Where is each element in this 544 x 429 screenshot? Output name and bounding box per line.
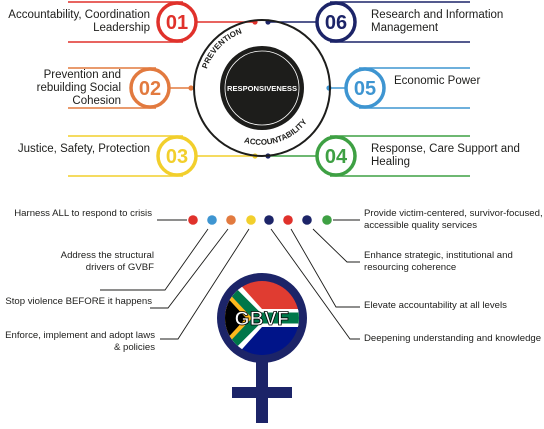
- goal-connector-left: [150, 228, 229, 309]
- pillar-number: 06: [325, 12, 347, 34]
- pillar-02: 02: [68, 67, 191, 109]
- pillar-label-04: Response, Care Support and Healing: [371, 143, 520, 168]
- outer-ring: [193, 19, 331, 157]
- goal-left-1: Harness ALL to respond to crisis: [14, 208, 152, 219]
- center-inner-ring: [224, 50, 300, 126]
- pillar-03: 03: [68, 135, 255, 177]
- goal-right-4: Deepening understanding and knowledge: [364, 333, 542, 344]
- goal-dot: [283, 215, 293, 225]
- goal-connector-left: [160, 228, 250, 340]
- pillar-label-03: Justice, Safety, Protection: [17, 143, 150, 155]
- pillar-number-circle: [344, 67, 386, 109]
- pillar-05: 05: [329, 67, 470, 109]
- gbvf-logo: GBVF: [217, 273, 307, 423]
- pillar-number-circle: [315, 1, 357, 43]
- center-disc: [220, 46, 304, 130]
- goal-connector-left: [100, 228, 209, 291]
- pillar-04: 04: [268, 135, 470, 177]
- goal-dot: [188, 215, 198, 225]
- pillar-number-circle: [129, 67, 171, 109]
- logo-crossbar: [232, 387, 292, 398]
- pillar-number: 03: [166, 146, 188, 168]
- pillar-06: 06: [268, 1, 470, 43]
- connector-dot: [188, 85, 194, 91]
- pillar-number-circle: [156, 1, 198, 43]
- goal-connector-right: [290, 228, 360, 308]
- pillar-number: 02: [139, 78, 161, 100]
- goal-right-3: Elevate accountability at all levels: [364, 300, 507, 311]
- pillar-01: 01: [68, 1, 255, 43]
- goal-left-2: Address the structural drivers of GVBF: [60, 250, 154, 273]
- goal-connector-right: [312, 228, 360, 263]
- goal-left-4: Enforce, implement and adopt laws & poli…: [5, 330, 155, 353]
- goal-right-2: Enhance strategic, institutional and res…: [364, 250, 513, 273]
- pillar-number: 01: [166, 12, 188, 34]
- goal-dot: [264, 215, 274, 225]
- pillar-label-01: Accountability, Coordination Leadership: [8, 9, 150, 34]
- pillar-label-06: Research and Information Management: [371, 9, 504, 34]
- pillar-number-circle: [315, 135, 357, 177]
- pillar-number: 05: [354, 78, 376, 100]
- center-title: RESPONSIVENESS: [227, 84, 297, 93]
- goal-dot: [322, 215, 332, 225]
- goal-dot: [302, 215, 312, 225]
- goal-dot: [207, 215, 217, 225]
- goal-dot: [246, 215, 256, 225]
- pillar-number: 04: [325, 146, 348, 168]
- logo-text: GBVF: [235, 309, 290, 330]
- pillar-number-circle: [156, 135, 198, 177]
- goal-connector-right: [270, 228, 360, 340]
- goal-dot: [226, 215, 236, 225]
- goal-left-3: Stop violence BEFORE it happens: [5, 296, 152, 307]
- goal-right-1: Provide victim-centered, survivor-focuse…: [364, 208, 543, 231]
- pillar-label-02: Prevention and rebuilding Social Cohesio…: [36, 69, 121, 107]
- pillar-label-05: Economic Power: [394, 75, 481, 87]
